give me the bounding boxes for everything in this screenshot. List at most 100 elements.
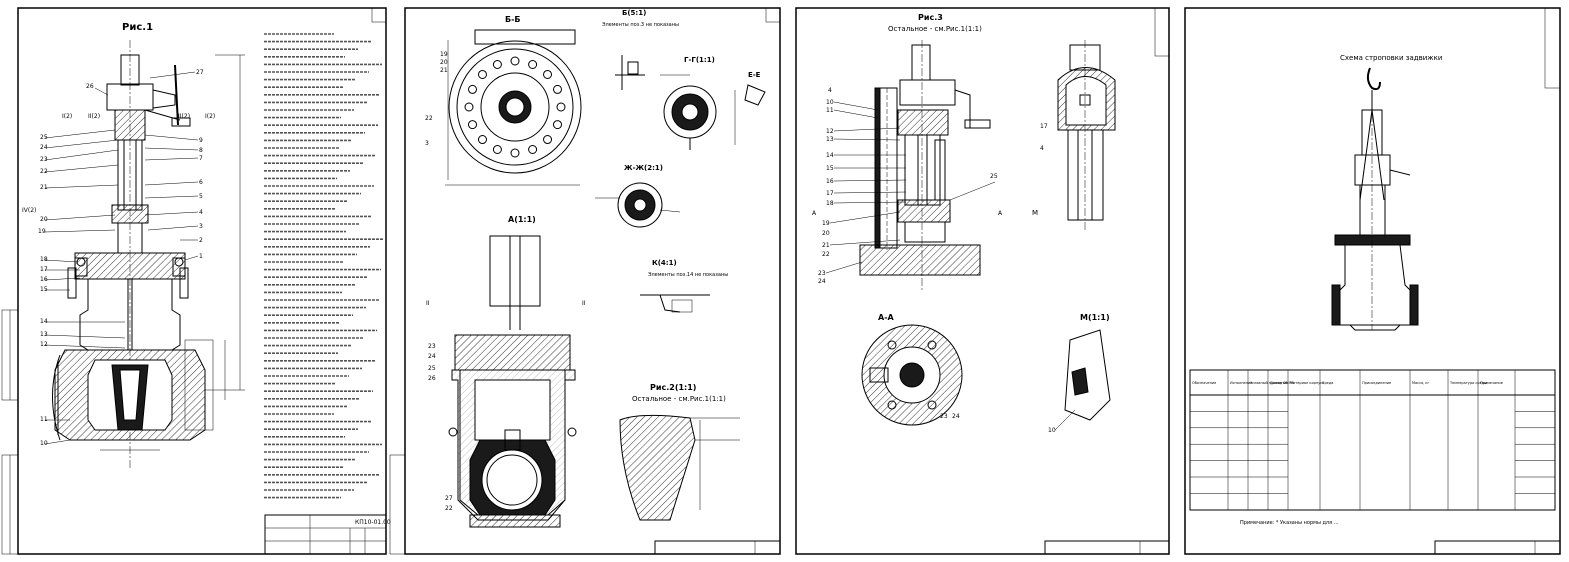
view-label-b-detail: Б(5:1) bbox=[622, 9, 646, 17]
svg-text:II: II bbox=[582, 300, 586, 307]
sheet-4-frame bbox=[1184, 7, 1561, 555]
svg-text:20: 20 bbox=[440, 59, 448, 66]
view-label-ee: Е-Е bbox=[748, 71, 761, 79]
note-rest-fig1: Остальное - см.Рис.1(1:1) bbox=[632, 395, 726, 403]
flange-bolt bbox=[552, 120, 562, 130]
svg-text:II: II bbox=[426, 300, 430, 307]
flange-view-bb bbox=[448, 40, 582, 174]
table-header-cell: Условный проход DN bbox=[1250, 381, 1289, 385]
table-header-cell: Присоединение bbox=[1362, 381, 1391, 385]
table-header-cell: Обозначение bbox=[1192, 381, 1216, 385]
flange-bolt bbox=[468, 120, 478, 130]
svg-text:15: 15 bbox=[826, 165, 834, 172]
svg-text:6: 6 bbox=[199, 179, 203, 186]
flange-bolt bbox=[477, 69, 487, 79]
svg-text:4: 4 bbox=[1040, 145, 1044, 152]
view-label-m: М(1:1) bbox=[1080, 313, 1110, 322]
svg-text:23: 23 bbox=[818, 270, 826, 277]
sheet-1-stamp: КП10-01.00 bbox=[355, 519, 391, 526]
svg-text:25: 25 bbox=[990, 173, 998, 180]
valve-side-view bbox=[1057, 40, 1116, 230]
spindle-top bbox=[120, 54, 140, 86]
svg-text:26: 26 bbox=[86, 83, 94, 90]
section-marker-ii-left: II(2) bbox=[88, 113, 100, 120]
svg-text:19: 19 bbox=[440, 51, 448, 58]
valve-section-a bbox=[448, 235, 577, 528]
table-note: Примечание: * Указаны нормы для ... bbox=[1240, 520, 1339, 526]
svg-text:11: 11 bbox=[826, 107, 834, 114]
svg-text:23: 23 bbox=[40, 156, 48, 163]
note-elements-14: Элементы поз.14 не показаны bbox=[648, 272, 728, 278]
svg-text:19: 19 bbox=[822, 220, 830, 227]
svg-text:22: 22 bbox=[822, 251, 830, 258]
flange-bolt bbox=[477, 135, 487, 145]
svg-text:14: 14 bbox=[826, 152, 834, 159]
valve-view-fig3 bbox=[859, 40, 991, 290]
svg-text:18: 18 bbox=[40, 256, 48, 263]
svg-text:21: 21 bbox=[440, 67, 448, 74]
svg-text:3: 3 bbox=[425, 140, 429, 147]
svg-text:7: 7 bbox=[199, 155, 203, 162]
bonnet-flange bbox=[74, 252, 186, 280]
svg-text:12: 12 bbox=[826, 128, 834, 135]
svg-text:24: 24 bbox=[40, 144, 48, 151]
sheet-1: Рис.1 bbox=[1, 7, 391, 555]
flange-bolt bbox=[552, 84, 562, 94]
svg-text:20: 20 bbox=[822, 230, 830, 237]
svg-text:22: 22 bbox=[445, 505, 453, 512]
svg-text:1: 1 bbox=[199, 253, 203, 260]
flange-bolt bbox=[510, 56, 520, 66]
svg-text:16: 16 bbox=[826, 178, 834, 185]
svg-text:26: 26 bbox=[428, 375, 436, 382]
svg-text:25: 25 bbox=[428, 365, 436, 372]
view-label-k: К(4:1) bbox=[652, 259, 677, 267]
table-header-cell: Исполнение bbox=[1230, 381, 1252, 385]
svg-text:27: 27 bbox=[196, 69, 204, 76]
table-header-cell: Масса, кг bbox=[1412, 381, 1429, 385]
table-header-cell: Примечание bbox=[1480, 381, 1503, 385]
flange-bolt bbox=[528, 144, 538, 154]
flange-bolt bbox=[510, 148, 520, 158]
svg-text:9: 9 bbox=[199, 137, 203, 144]
flange-bolt bbox=[464, 102, 474, 112]
sheet-1-notes bbox=[264, 33, 383, 499]
sheet-3-subtitle: Остальное - см.Рис.1(1:1) bbox=[888, 25, 982, 33]
svg-text:24: 24 bbox=[952, 413, 960, 420]
view-label-bb: Б-Б bbox=[505, 15, 521, 24]
svg-text:20: 20 bbox=[40, 216, 48, 223]
sheet-3: Рис.3 Остальное - см.Рис.1(1:1) 4 10 11 … bbox=[795, 7, 1170, 555]
sheet-1-title-block: КП10-01.00 bbox=[264, 514, 391, 555]
sheet-1-frame bbox=[17, 7, 387, 555]
svg-text:13: 13 bbox=[40, 331, 48, 338]
table-header-cell: Среда bbox=[1322, 381, 1333, 385]
view-label-zhzh: Ж-Ж(2:1) bbox=[624, 164, 663, 172]
svg-text:25: 25 bbox=[40, 134, 48, 141]
svg-text:14: 14 bbox=[40, 318, 48, 325]
note-elements-3: Элементы поз.3 не показаны bbox=[602, 22, 679, 28]
svg-text:10: 10 bbox=[40, 440, 48, 447]
svg-text:22: 22 bbox=[425, 115, 433, 122]
svg-text:17: 17 bbox=[40, 266, 48, 273]
view-label-fig2: Рис.2(1:1) bbox=[650, 383, 696, 392]
svg-text:5: 5 bbox=[199, 193, 203, 200]
flange-bolt bbox=[492, 60, 502, 70]
svg-text:17: 17 bbox=[826, 190, 834, 197]
sheet-3-title: Рис.3 bbox=[918, 13, 943, 22]
svg-text:11: 11 bbox=[40, 416, 48, 423]
svg-text:23: 23 bbox=[428, 343, 436, 350]
svg-text:27: 27 bbox=[445, 495, 453, 502]
slinging-scheme bbox=[1331, 67, 1419, 331]
svg-text:4: 4 bbox=[828, 87, 832, 94]
svg-text:3: 3 bbox=[199, 223, 203, 230]
svg-text:М: М bbox=[1032, 209, 1038, 217]
svg-text:21: 21 bbox=[40, 184, 48, 191]
sheet-3-frame bbox=[795, 7, 1170, 555]
bonnet-top bbox=[114, 109, 146, 141]
svg-text:23: 23 bbox=[940, 413, 948, 420]
svg-text:8: 8 bbox=[199, 147, 203, 154]
svg-text:21: 21 bbox=[822, 242, 830, 249]
svg-text:15: 15 bbox=[40, 286, 48, 293]
